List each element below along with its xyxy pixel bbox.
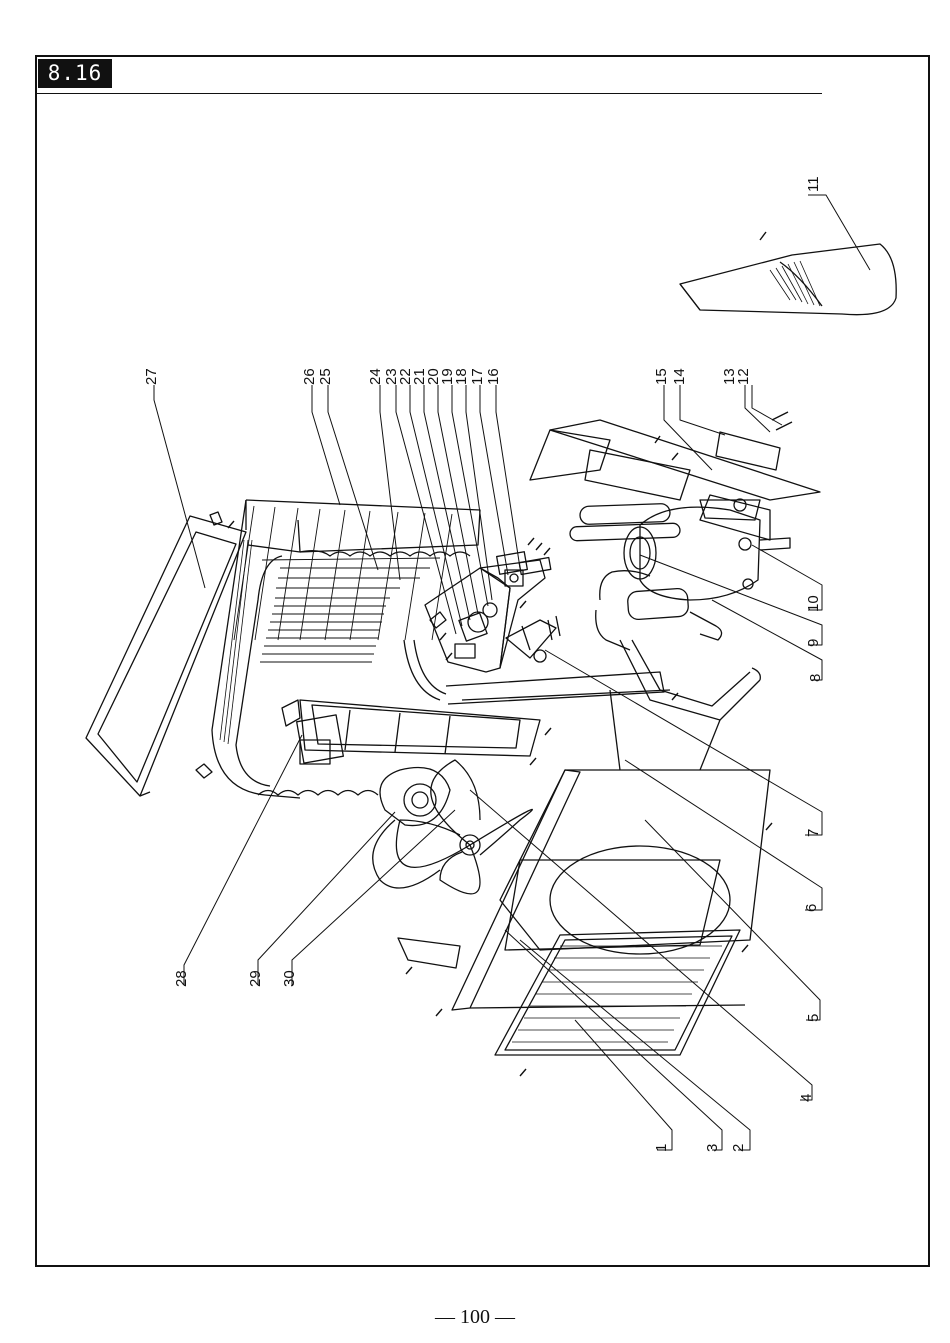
side-panel: [530, 420, 820, 540]
callout-23: 23: [383, 368, 400, 385]
leader-lines: [154, 195, 870, 1150]
fan-and-motor: [373, 760, 533, 894]
section-number-tag: 8.16: [38, 59, 112, 88]
callout-14: 14: [671, 368, 688, 385]
callout-4: 4: [798, 1094, 815, 1102]
callout-11: 11: [805, 176, 822, 192]
exploded-view-diagram: 1 3 2 4 5 6 7 8 9 10 11 12 13 14 15 16 1…: [37, 96, 930, 1264]
callout-15: 15: [653, 368, 670, 385]
callout-1: 1: [653, 1144, 670, 1152]
callout-25: 25: [317, 368, 334, 385]
callout-3: 3: [704, 1144, 721, 1152]
callout-13: 13: [721, 368, 738, 385]
callout-29: 29: [247, 970, 264, 987]
callout-24: 24: [367, 368, 384, 385]
callout-2: 2: [730, 1144, 747, 1152]
callout-28: 28: [173, 970, 190, 987]
top-cover-panel: [86, 512, 246, 796]
header-rule: [37, 93, 822, 94]
page-number: — 100 —: [0, 1306, 950, 1329]
fan-shroud: [282, 700, 540, 968]
compressor-assembly: [570, 503, 790, 770]
terminal-cover: [680, 244, 896, 315]
callout-7: 7: [805, 829, 822, 837]
callout-8: 8: [807, 674, 824, 682]
callout-5: 5: [805, 1014, 822, 1022]
callout-26: 26: [301, 368, 318, 385]
callout-16: 16: [485, 368, 502, 385]
callout-27: 27: [143, 368, 160, 385]
rear-panel: [452, 770, 770, 1010]
callout-30: 30: [281, 970, 298, 987]
callout-6: 6: [803, 904, 820, 912]
callout-10: 10: [805, 595, 822, 612]
callout-9: 9: [805, 639, 822, 647]
callout-17: 17: [469, 368, 486, 385]
